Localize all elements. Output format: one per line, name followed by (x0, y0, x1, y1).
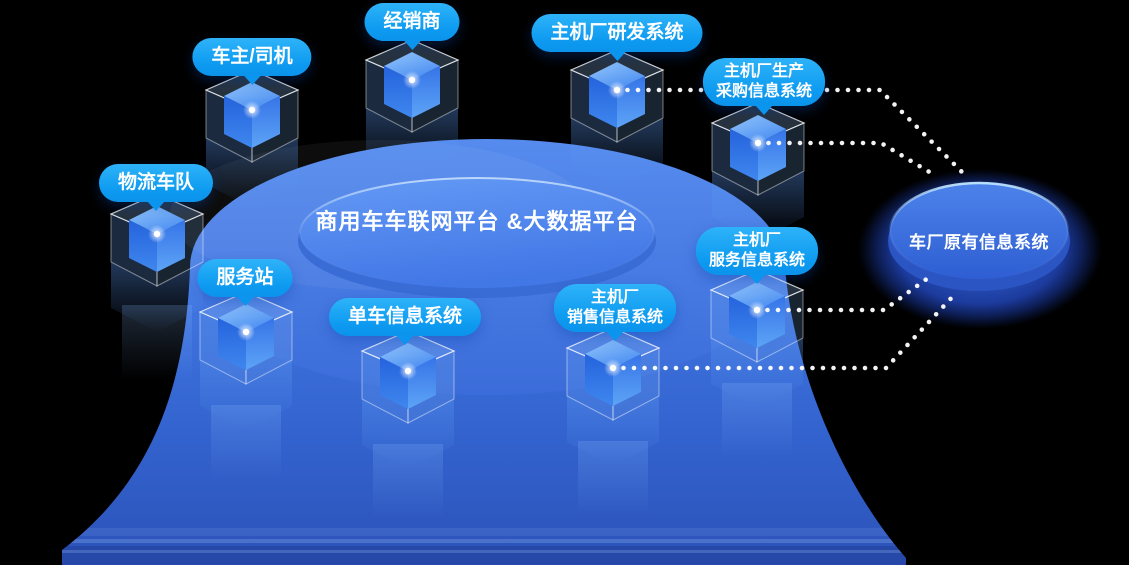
node-label: 单车信息系统 (347, 306, 463, 327)
pill-pointer-icon (605, 331, 624, 341)
cube-icon (566, 325, 660, 467)
external-system-label: 车厂原有信息系统 (909, 233, 1049, 252)
dotted-connector (610, 290, 959, 371)
pill-pointer-icon (235, 296, 254, 306)
cube-icon (205, 67, 299, 209)
cube-icon (199, 289, 293, 431)
node-label: 车主/司机 (211, 46, 293, 67)
node-pill-service-station: 服务站 (197, 259, 293, 306)
node-label: 主机厂研发系统 (550, 22, 684, 43)
platform-inner-disc (298, 177, 656, 298)
cube-icon (110, 191, 204, 333)
dotted-connector (614, 87, 966, 176)
node-label-line1: 主机厂 (590, 289, 640, 306)
pill-pointer-icon (607, 51, 626, 61)
node-pill-oem-rd-system: 主机厂研发系统 (531, 14, 703, 61)
node-label-line2: 服务信息系统 (708, 252, 806, 269)
pill-pointer-icon (243, 75, 261, 85)
dotted-connector (754, 275, 931, 313)
node-pill-owner-driver: 车主/司机 (192, 38, 312, 85)
node-pill-oem-production: 主机厂生产 采购信息系统 (702, 58, 826, 115)
cube-icon (711, 100, 805, 242)
node-label: 物流车队 (117, 172, 195, 193)
pill-pointer-icon (402, 40, 421, 50)
platform-title: 商用车车联网平台 &大数据平台 (315, 207, 638, 237)
node-pill-dealer: 经销商 (364, 3, 460, 50)
dotted-connector (755, 140, 939, 179)
node-pill-oem-service: 主机厂 服务信息系统 (695, 227, 819, 284)
cube-icon (361, 328, 455, 470)
cube-icon (365, 37, 459, 179)
node-label-line2: 销售信息系统 (566, 309, 664, 326)
node-label-line1: 主机厂生产 (723, 63, 805, 80)
pill-pointer-icon (754, 105, 773, 115)
node-label: 服务站 (216, 267, 274, 288)
platform-title-line1: 商用车车联网平台 (315, 209, 500, 234)
cube-icon (710, 267, 804, 409)
node-label-line1: 主机厂 (732, 232, 782, 249)
platform-title-line2: &大数据平台 (506, 209, 639, 234)
pill-pointer-icon (395, 335, 414, 345)
pill-pointer-icon (146, 201, 165, 211)
external-system-disc (858, 169, 1102, 329)
node-pill-logistics-fleet: 物流车队 (98, 164, 214, 211)
cube-icon (570, 47, 664, 189)
node-label-line2: 采购信息系统 (715, 83, 813, 100)
node-label: 经销商 (383, 11, 441, 32)
node-pill-vehicle-info-system: 单车信息系统 (328, 298, 482, 345)
node-pill-oem-sales: 主机厂 销售信息系统 (553, 284, 677, 341)
pill-pointer-icon (747, 274, 766, 284)
